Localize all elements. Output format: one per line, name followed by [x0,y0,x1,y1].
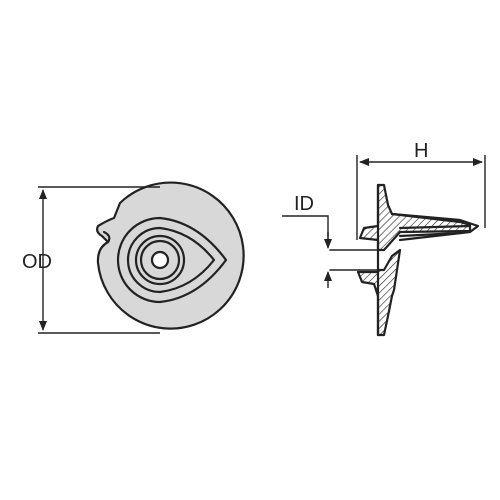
id-leader-line [282,215,329,244]
front-view-notch-lip [102,230,111,244]
side-view-spike [398,224,472,238]
front-view-hub-outer-ring [134,234,186,286]
side-view [329,183,480,337]
front-view-hub-inner-ring [139,239,181,281]
front-view-teardrop-boss [116,216,228,304]
front-view-inner-teardrop [126,226,216,294]
side-view-section-upper [358,183,472,252]
od-label: OD [22,251,52,273]
id-dimension [282,215,332,288]
front-view-center-hole [150,250,170,270]
id-label: ID [294,193,314,215]
front-view [96,181,245,330]
h-dimension [356,155,486,240]
h-label: H [414,140,428,162]
od-dimension [38,186,160,334]
